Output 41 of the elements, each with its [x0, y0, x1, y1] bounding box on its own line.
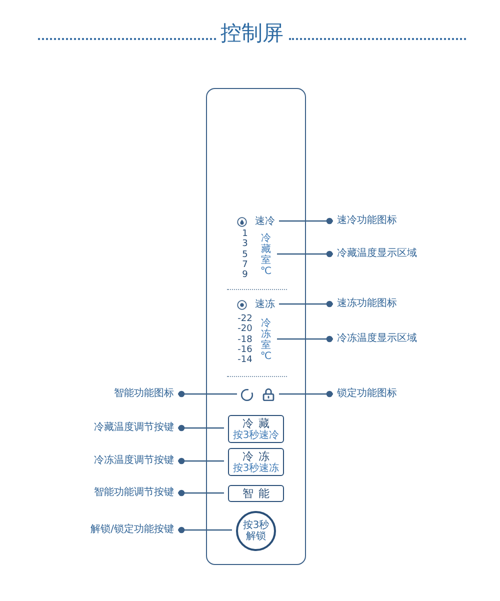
leader-line: [279, 300, 333, 308]
vertical-label: 冷藏室℃: [259, 232, 273, 277]
leader-line: [178, 490, 224, 496]
leader-line: [178, 390, 237, 398]
scale-number: 7: [242, 260, 248, 270]
scale-number: -16: [238, 344, 252, 356]
leader-line: [277, 250, 333, 258]
callout-label: 冷藏温度显示区域: [337, 247, 417, 261]
callout-label: 解锁/锁定功能按键: [90, 523, 174, 537]
scale-number: 9: [242, 270, 248, 280]
key-button: 冷藏 按3秒速冷: [228, 415, 284, 443]
callout-label: 智能功能图标: [114, 387, 174, 401]
key-button: 智能: [228, 485, 284, 502]
scale-number: -18: [238, 334, 252, 345]
indicator-label: 速冻: [255, 299, 275, 311]
indicator-label: 速冷: [255, 216, 275, 228]
scale-number: 1: [242, 229, 248, 239]
callout-label: 速冷功能图标: [337, 214, 397, 228]
title: 控制屏: [220, 20, 284, 46]
vertical-label: 冷冻室℃: [259, 318, 273, 362]
callout-label: 速冻功能图标: [337, 297, 397, 311]
leader-line: [279, 218, 333, 224]
scale-number: -20: [238, 324, 252, 335]
callout-label: 锁定功能图标: [337, 387, 397, 401]
callout-label: 冷冻温度调节按键: [94, 454, 174, 468]
leader-line: [279, 390, 333, 398]
scale-number: -14: [238, 355, 252, 366]
leader-line: [178, 424, 224, 432]
leader-line: [178, 526, 232, 534]
callout-label: 冷藏温度调节按键: [94, 421, 174, 435]
callout-label: 智能功能调节按键: [94, 486, 174, 500]
control-panel: [206, 88, 306, 565]
key-button: 冷冻 按3秒速冻: [228, 448, 284, 476]
leader-line: [178, 458, 224, 464]
round-button: 按3秒解锁: [236, 511, 276, 551]
lock-icon: [262, 388, 275, 401]
scale-number: -22: [238, 314, 252, 324]
scale-number: 3: [242, 239, 248, 250]
callout-label: 冷冻温度显示区域: [337, 332, 417, 346]
leader-line: [277, 336, 333, 342]
scale-number: 5: [242, 250, 248, 260]
